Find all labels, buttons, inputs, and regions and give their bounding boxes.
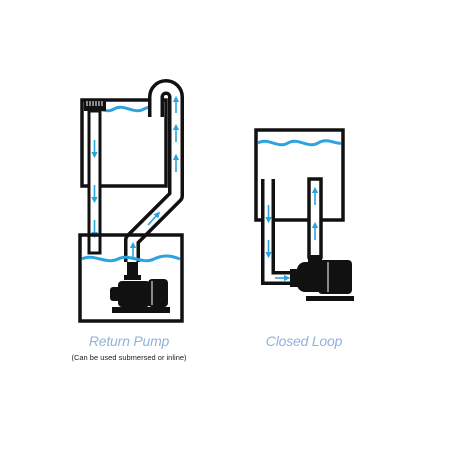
return-line — [124, 79, 184, 262]
return-pump-note: (Can be used submersed or inline) — [71, 353, 187, 362]
closed-loop-intake-pipe — [261, 179, 292, 285]
drain-pipe — [87, 109, 102, 255]
display-tank-water — [257, 139, 342, 147]
return-pump-icon — [110, 262, 170, 313]
sump-outline — [78, 233, 184, 323]
return-pump-diagram — [78, 79, 184, 323]
closed-loop-diagram — [254, 128, 354, 301]
closed-loop-pump-icon — [290, 255, 354, 301]
display-tank-outline — [254, 128, 345, 222]
upper-tank-outline — [80, 98, 168, 188]
closed-loop-return-pipe — [307, 177, 323, 259]
sump-tank — [78, 233, 184, 323]
display-tank — [254, 128, 345, 222]
return-pump-caption: Return Pump — [88, 333, 170, 349]
return-arrow — [147, 211, 161, 226]
closed-loop-caption: Closed Loop — [265, 333, 343, 349]
sump-water — [81, 254, 181, 263]
overflow-comb — [84, 101, 106, 111]
